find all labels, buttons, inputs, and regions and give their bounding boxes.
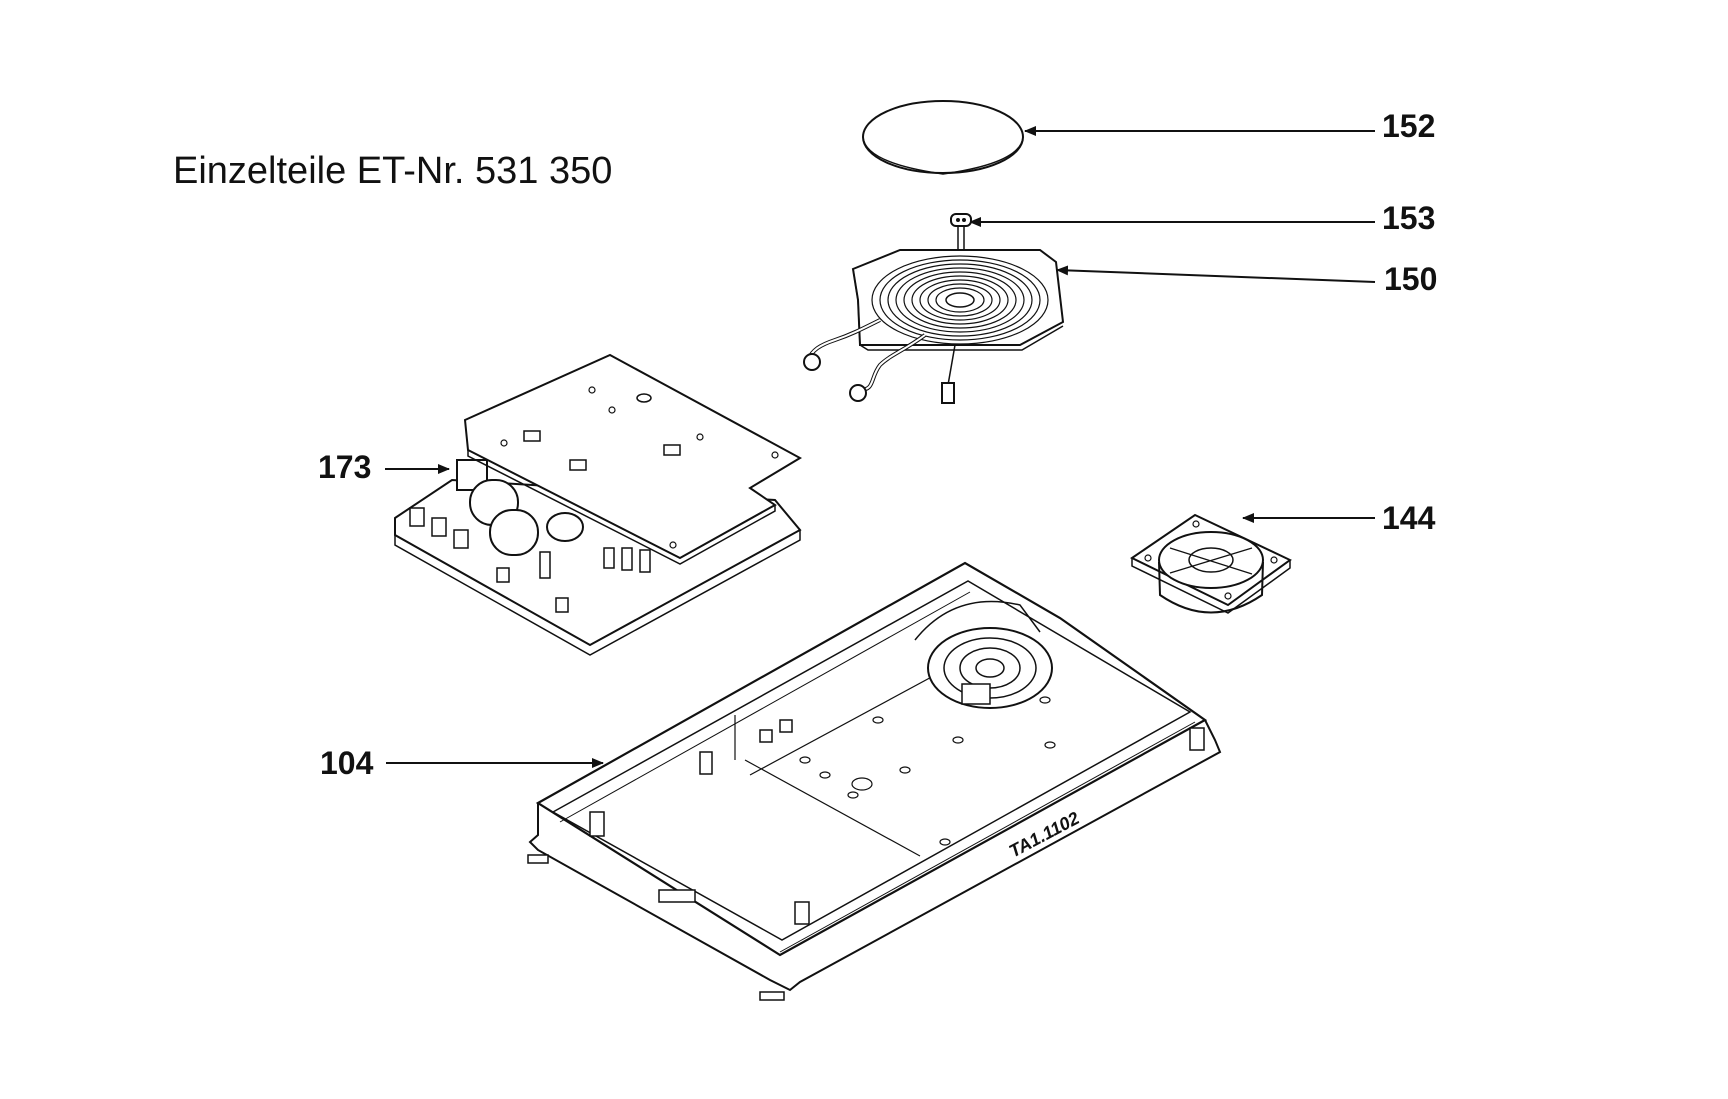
callout-150-label: 150	[1384, 261, 1438, 297]
callout-153-label: 153	[1382, 200, 1436, 236]
part-173-circuit-board	[394, 353, 803, 656]
callout-152-label: 152	[1382, 108, 1436, 144]
part-150-induction-coil	[803, 249, 1065, 404]
part-144-cooling-fan	[1130, 513, 1292, 614]
part-152-cover-disc	[862, 100, 1024, 175]
part-104-housing: TA1.1102	[527, 561, 1222, 1001]
diagram-title: Einzelteile ET-Nr. 531 350	[173, 150, 613, 192]
callout-104-label: 104	[320, 745, 374, 781]
callout-150-leader	[1056, 265, 1376, 283]
callout-144-label: 144	[1382, 500, 1436, 536]
callout-173-label: 173	[318, 449, 372, 485]
